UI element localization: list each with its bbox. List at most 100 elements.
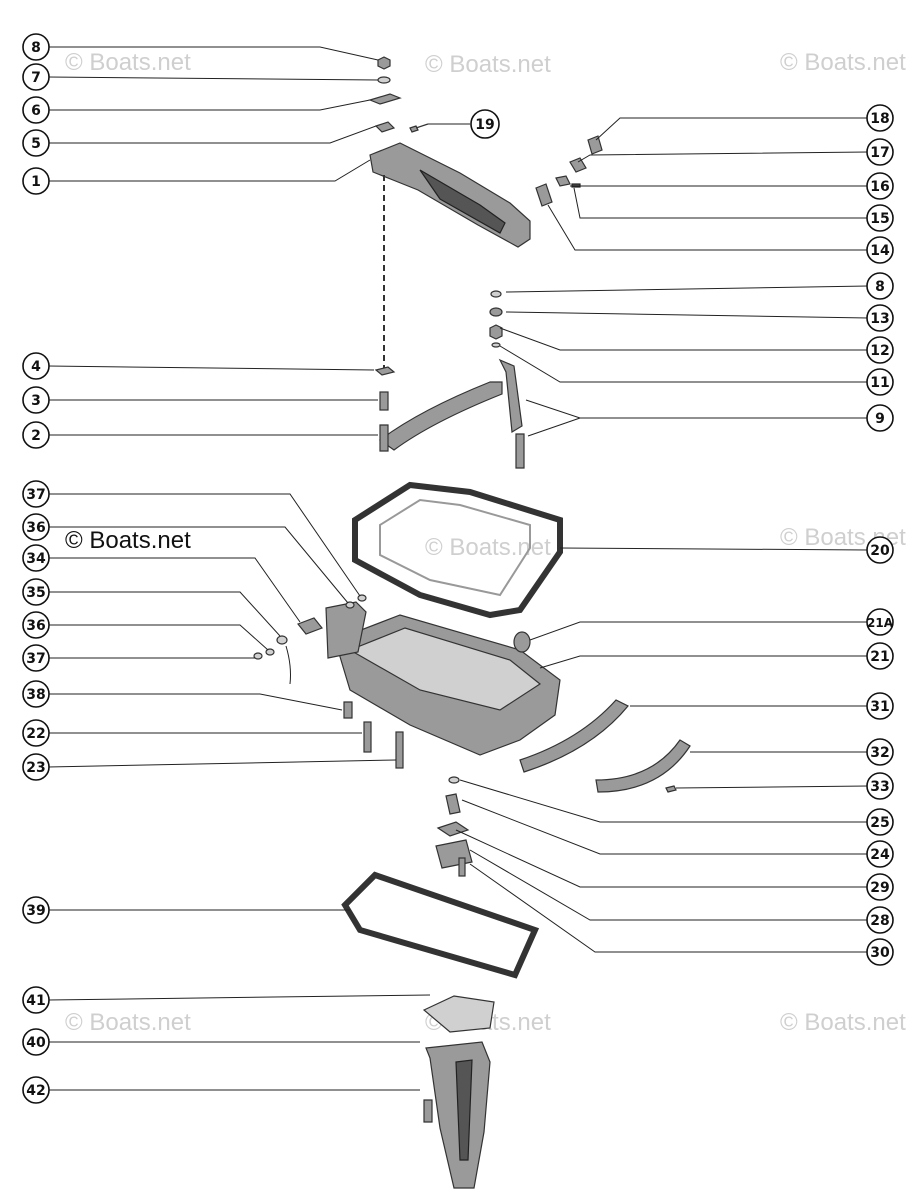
callout-number: 38 (26, 687, 45, 703)
watermark: © Boats.net (780, 49, 906, 76)
callout: 39 (22, 896, 50, 924)
part-washer-7 (377, 76, 391, 84)
part-bracket-6 (368, 93, 402, 105)
part-tiller-shadow (419, 169, 506, 234)
callout: 5 (22, 129, 50, 157)
part-wire-35 (285, 645, 291, 685)
part-stud-23 (395, 731, 404, 769)
callout: 36 (22, 513, 50, 541)
callout-number: 28 (870, 913, 889, 929)
part-gasket-20 (352, 481, 563, 619)
callout-number: 21 (870, 649, 889, 665)
callout: 37 (22, 480, 50, 508)
callout: 24 (866, 840, 894, 868)
callout-number: 33 (870, 779, 889, 795)
callout: 6 (22, 96, 50, 124)
callout: 23 (22, 753, 50, 781)
callout-number: 6 (31, 103, 41, 119)
callout-number: 34 (26, 551, 46, 567)
watermark: © Boats.net (65, 49, 191, 76)
callouts: 8 7 6 5 1 19 18 17 16 15 14 8 13 12 11 9… (22, 33, 894, 1104)
part-washer-13 (489, 307, 503, 317)
callout-number: 13 (870, 311, 889, 327)
part-fitting-34 (297, 617, 323, 635)
callout: 3 (22, 386, 50, 414)
callout-number: 2 (31, 428, 41, 444)
callout-number: 24 (870, 847, 890, 863)
part-adaptor-plate-21-top (348, 627, 542, 711)
watermark: © Boats.net (65, 527, 191, 554)
callout: 2 (22, 421, 50, 449)
callout-number: 31 (870, 699, 889, 715)
callout-number: 1 (31, 174, 41, 190)
callout-number: 41 (26, 993, 45, 1009)
part-link-arm-2 (378, 381, 503, 451)
callout-number: 25 (870, 815, 889, 831)
part-clip-5 (374, 121, 396, 133)
callout: 32 (866, 738, 894, 766)
callout-number: 12 (870, 343, 889, 359)
callout-number: 3 (31, 393, 41, 409)
callout: 9 (866, 404, 894, 432)
callout-number: 17 (870, 145, 889, 161)
callout: 36 (22, 611, 50, 639)
callout-number: 37 (26, 487, 45, 503)
part-nut-12 (489, 324, 503, 340)
callout-number: 16 (870, 179, 889, 195)
callout: 34 (22, 544, 50, 572)
part-seal-31 (519, 699, 629, 773)
callout-number: 40 (26, 1035, 46, 1051)
callout-number: 15 (870, 211, 889, 227)
part-fitting-17 (569, 157, 587, 173)
callout: 13 (866, 304, 894, 332)
callout: 41 (22, 986, 50, 1014)
callout-number: 39 (26, 903, 45, 919)
part-nut-16 (555, 175, 571, 187)
callout: 33 (866, 772, 894, 800)
part-bolt-30 (458, 857, 466, 877)
callout: 1 (22, 167, 50, 195)
leader-lines (47, 46, 869, 1091)
part-bushing-14 (535, 183, 553, 207)
part-washer-11 (491, 342, 501, 348)
part-spring-3 (379, 391, 389, 411)
callout-number: 29 (870, 880, 889, 896)
part-bolt-19 (409, 123, 429, 133)
callout: 35 (22, 578, 50, 606)
callout: 30 (866, 938, 894, 966)
watermark: © Boats.net (65, 1009, 191, 1036)
callout: 22 (22, 719, 50, 747)
callout: 29 (866, 873, 894, 901)
callout: 21A (866, 608, 894, 636)
part-washer-35 (276, 635, 288, 645)
callout-number: 30 (870, 945, 890, 961)
callout-number: 20 (870, 543, 890, 559)
callout: 8 (866, 272, 894, 300)
callout-number: 14 (870, 243, 890, 259)
part-bolt-38 (343, 701, 353, 719)
callout: 42 (22, 1076, 50, 1104)
callout-number: 21A (867, 616, 894, 630)
callout: 4 (22, 352, 50, 380)
part-nut-8a (377, 56, 391, 70)
callout: 38 (22, 680, 50, 708)
callout-number: 9 (875, 411, 885, 427)
part-washer-25 (448, 776, 460, 784)
callout-number: 23 (26, 760, 45, 776)
callout: 15 (866, 204, 894, 232)
part-housing-40-shade (455, 1059, 473, 1161)
callout-number: 18 (870, 111, 889, 127)
part-link-post-2 (379, 424, 389, 452)
callout-number: 7 (31, 70, 41, 86)
part-cap-18 (587, 135, 603, 155)
callout: 21 (866, 642, 894, 670)
callout: 25 (866, 808, 894, 836)
part-stud-22 (363, 721, 372, 753)
callout-number: 36 (26, 618, 45, 634)
part-washer-36a (345, 601, 355, 609)
part-gasket-39 (341, 871, 540, 979)
part-nut-8b (490, 290, 502, 298)
callout: 7 (22, 63, 50, 91)
callout-number: 19 (475, 117, 494, 133)
